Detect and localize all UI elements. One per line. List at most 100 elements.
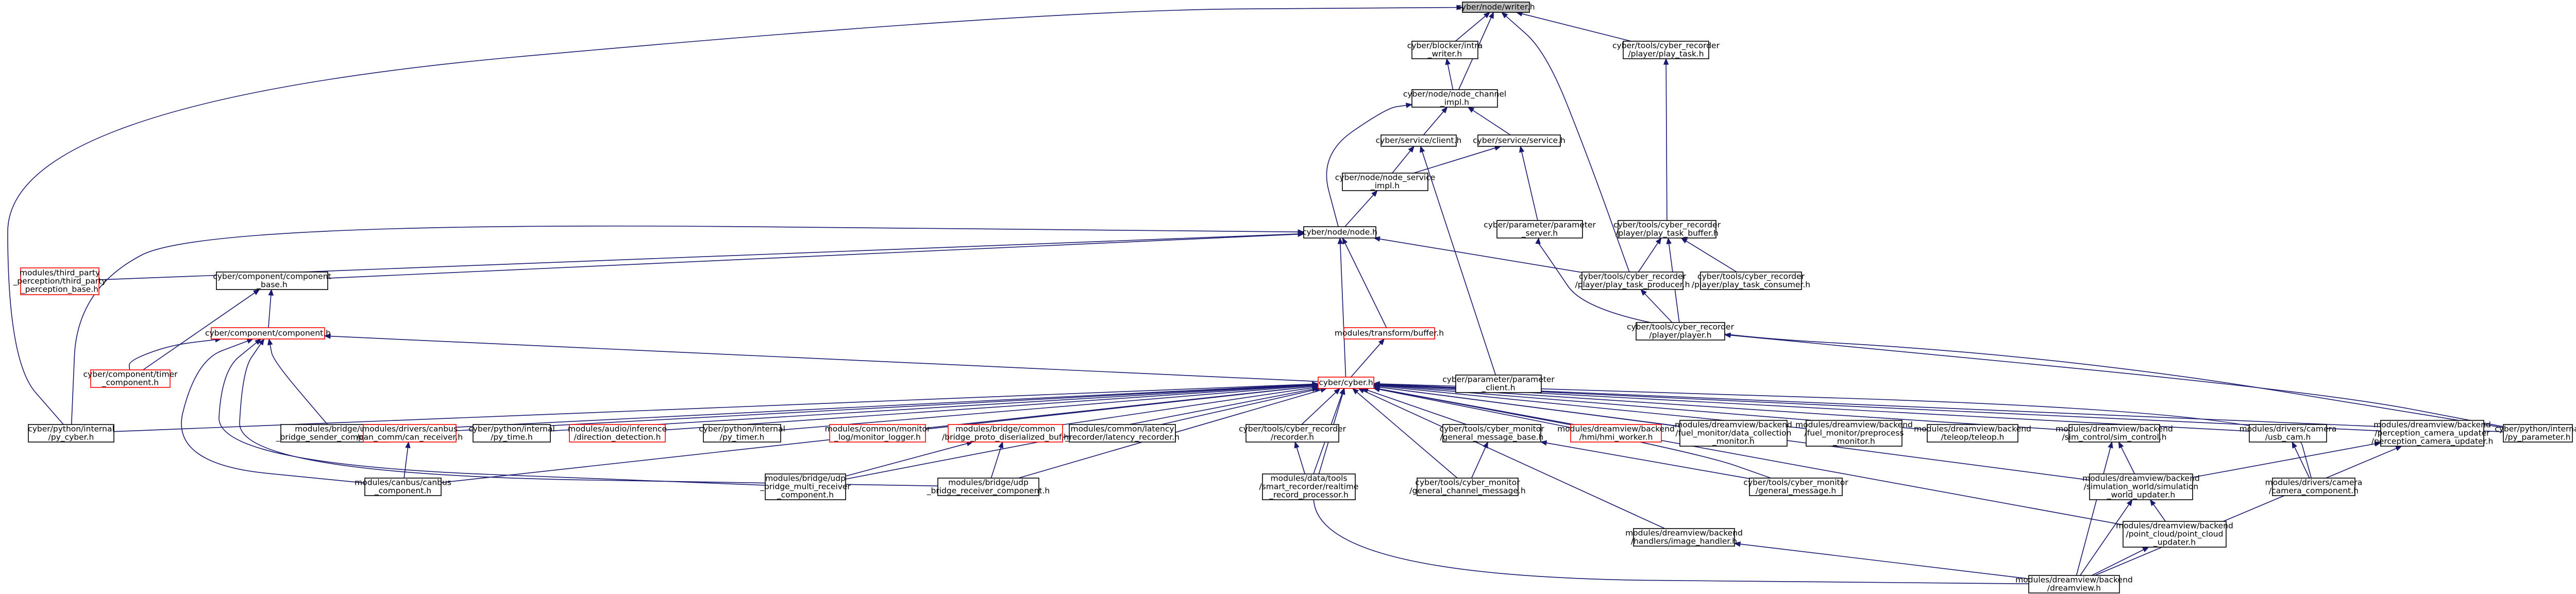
node-box[interactable] (937, 478, 1039, 496)
node-box[interactable] (1411, 89, 1498, 108)
graph-node-usb_cam[interactable]: modules/drivers/camera/usb_cam.h (2240, 424, 2337, 443)
graph-node-component_base[interactable]: cyber/component/component_base.h (213, 271, 331, 290)
node-box[interactable] (1442, 424, 1541, 443)
node-box[interactable] (1806, 420, 1902, 447)
graph-node-perception_camera_updater[interactable]: modules/dreamview/backend/perception_cam… (2371, 420, 2494, 447)
node-box[interactable] (1581, 271, 1683, 290)
graph-node-play_task_consumer[interactable]: cyber/tools/cyber_recorder/player/play_t… (1692, 271, 1810, 290)
node-box[interactable] (1618, 220, 1716, 239)
node-box[interactable] (2068, 424, 2160, 443)
node-box[interactable] (1679, 420, 1788, 447)
graph-node-py_cyber[interactable]: cyber/python/internal/py_cyber.h (28, 424, 114, 443)
node-box[interactable] (1417, 478, 1519, 496)
node-box[interactable] (948, 424, 1063, 443)
node-box[interactable] (1496, 220, 1583, 239)
node-box[interactable] (1455, 375, 1542, 393)
graph-node-service[interactable]: cyber/service/service.h (1473, 134, 1565, 147)
graph-node-compressed_image[interactable]: modules/drivers/camera/camera_component.… (2265, 478, 2363, 496)
node-box[interactable] (2380, 420, 2484, 447)
dependency-edge-cyber-to-buffer (1350, 343, 1381, 378)
graph-node-player[interactable]: cyber/tools/cyber_recorder/player/player… (1627, 322, 1735, 341)
node-box[interactable] (2123, 521, 2227, 548)
node-box[interactable] (1318, 377, 1374, 389)
node-box[interactable] (1343, 327, 1435, 340)
graph-node-can_receiver[interactable]: modules/drivers/canbus/can_comm/can_rece… (357, 424, 463, 443)
graph-node-third_party_perception[interactable]: modules/third_party_perception/third_par… (13, 267, 107, 295)
node-box[interactable] (1069, 424, 1176, 443)
graph-node-udp_receiver[interactable]: modules/bridge/udp_bridge_receiver_compo… (927, 478, 1050, 496)
graph-node-general_message_base[interactable]: cyber/tools/cyber_monitor/general_messag… (1439, 424, 1544, 443)
graph-node-sim_control[interactable]: modules/dreamview/backend/sim_control/si… (2056, 424, 2173, 443)
node-box[interactable] (2028, 575, 2120, 593)
node-box[interactable] (1623, 41, 1709, 59)
node-box[interactable] (1927, 424, 2018, 443)
node-box[interactable] (473, 424, 551, 443)
node-box[interactable] (1477, 134, 1561, 147)
graph-node-buffer[interactable]: modules/transform/buffer.h (1335, 327, 1444, 340)
node-box[interactable] (363, 424, 457, 443)
node-box[interactable] (1462, 2, 1530, 13)
graph-node-smart_recorder[interactable]: modules/data/tools/smart_recorder/realti… (1259, 473, 1359, 500)
graph-node-writer[interactable]: cyber/node/writer.h (1457, 2, 1535, 13)
graph-node-play_task[interactable]: cyber/tools/cyber_recorder/player/play_t… (1612, 41, 1720, 59)
node-box[interactable] (2272, 478, 2355, 496)
graph-node-node[interactable]: cyber/node/node.h (1302, 226, 1377, 239)
graph-node-intra_writer[interactable]: cyber/blocker/intra_writer.h (1407, 41, 1483, 59)
node-box[interactable] (90, 369, 171, 388)
graph-node-node_service_impl[interactable]: cyber/node/node_service_impl.h (1335, 173, 1436, 191)
node-box[interactable] (765, 473, 846, 500)
node-box[interactable] (364, 478, 442, 496)
graph-node-general_message[interactable]: cyber/tools/cyber_monitor/general_messag… (1743, 478, 1848, 496)
graph-node-play_task_producer[interactable]: cyber/tools/cyber_recorder/player/play_t… (1575, 271, 1690, 290)
node-box[interactable] (1700, 271, 1802, 290)
node-box[interactable] (20, 267, 99, 295)
graph-node-py_timer[interactable]: cyber/python/internal/py_timer.h (699, 424, 785, 443)
graph-node-udp_multi_receiver[interactable]: modules/bridge/udp_bridge_multi_receiver… (760, 473, 851, 500)
graph-node-image_handler[interactable]: modules/dreamview/backend/handlers/image… (1625, 528, 1743, 547)
node-box[interactable] (1633, 528, 1735, 547)
node-box[interactable] (1342, 173, 1428, 191)
graph-node-hmi_worker[interactable]: modules/dreamview/backend/hmi/hmi_worker… (1557, 424, 1675, 443)
graph-node-timer_component[interactable]: cyber/component/timer_component.h (83, 369, 178, 388)
node-box[interactable] (703, 424, 781, 443)
graph-node-teleop[interactable]: modules/dreamview/backend/teleop/teleop.… (1914, 424, 2031, 443)
node-box[interactable] (28, 424, 114, 443)
graph-node-latency_recorder[interactable]: modules/common/latency_recorder/latency_… (1065, 424, 1180, 443)
graph-node-general_channel_message[interactable]: cyber/tools/cyber_monitor/general_channe… (1409, 478, 1526, 496)
node-box[interactable] (216, 271, 328, 290)
node-box[interactable] (829, 424, 926, 443)
graph-node-py_parameter[interactable]: cyber/python/internal/py_parameter.h (2495, 424, 2576, 443)
dependency-edge-simulation_world_updater-to-perception_camera_updater (2192, 443, 2376, 478)
graph-node-dreamview[interactable]: modules/dreamview/backend/dreamview.h (2015, 575, 2133, 593)
graph-node-simulation_world_updater[interactable]: modules/dreamview/backend/simulation_wor… (2082, 473, 2200, 500)
graph-node-data_collection_monitor[interactable]: modules/dreamview/backend/fuel_monitor/d… (1675, 420, 1792, 447)
node-box[interactable] (1303, 226, 1376, 239)
graph-node-preprocess_monitor[interactable]: modules/dreamview/backend/fuel_monitor/p… (1795, 420, 1913, 447)
graph-node-component[interactable]: cyber/component/component.h (205, 327, 331, 340)
graph-node-canbus_component[interactable]: modules/canbus/canbus_component.h (355, 478, 451, 496)
graph-node-bridge_proto_buf[interactable]: modules/bridge/common/bridge_proto_diser… (942, 424, 1069, 443)
node-box[interactable] (2089, 473, 2193, 500)
graph-node-cyber[interactable]: cyber/cyber.h (1318, 377, 1374, 389)
node-box[interactable] (2249, 424, 2327, 443)
graph-node-monitor_logger[interactable]: modules/common/monitor_log/monitor_logge… (825, 424, 931, 443)
graph-node-py_time[interactable]: cyber/python/internal/py_time.h (468, 424, 555, 443)
graph-node-direction_detection[interactable]: modules/audio/inference/direction_detect… (568, 424, 667, 443)
node-box[interactable] (2503, 424, 2573, 443)
graph-node-param_server[interactable]: cyber/parameter/parameter_server.h (1484, 220, 1596, 239)
node-box[interactable] (211, 327, 325, 340)
graph-node-client[interactable]: cyber/service/client.h (1376, 134, 1462, 147)
node-box[interactable] (1411, 41, 1478, 59)
node-box[interactable] (1749, 478, 1843, 496)
graph-node-node_channel_impl[interactable]: cyber/node/node_channel_impl.h (1403, 89, 1506, 108)
graph-node-param_client[interactable]: cyber/parameter/parameter_client.h (1442, 375, 1555, 393)
node-box[interactable] (1380, 134, 1457, 147)
node-box[interactable] (1262, 473, 1356, 500)
node-box[interactable] (1636, 322, 1725, 341)
graph-node-recorder[interactable]: cyber/tools/cyber_recorder/recorder.h (1239, 424, 1346, 443)
node-box[interactable] (1245, 424, 1339, 443)
graph-node-play_task_buffer[interactable]: cyber/tools/cyber_recorder/player/play_t… (1613, 220, 1721, 239)
node-box[interactable] (1570, 424, 1662, 443)
node-box[interactable] (569, 424, 666, 443)
graph-node-point_cloud_updater[interactable]: modules/dreamview/backend/point_cloud/po… (2116, 521, 2233, 548)
